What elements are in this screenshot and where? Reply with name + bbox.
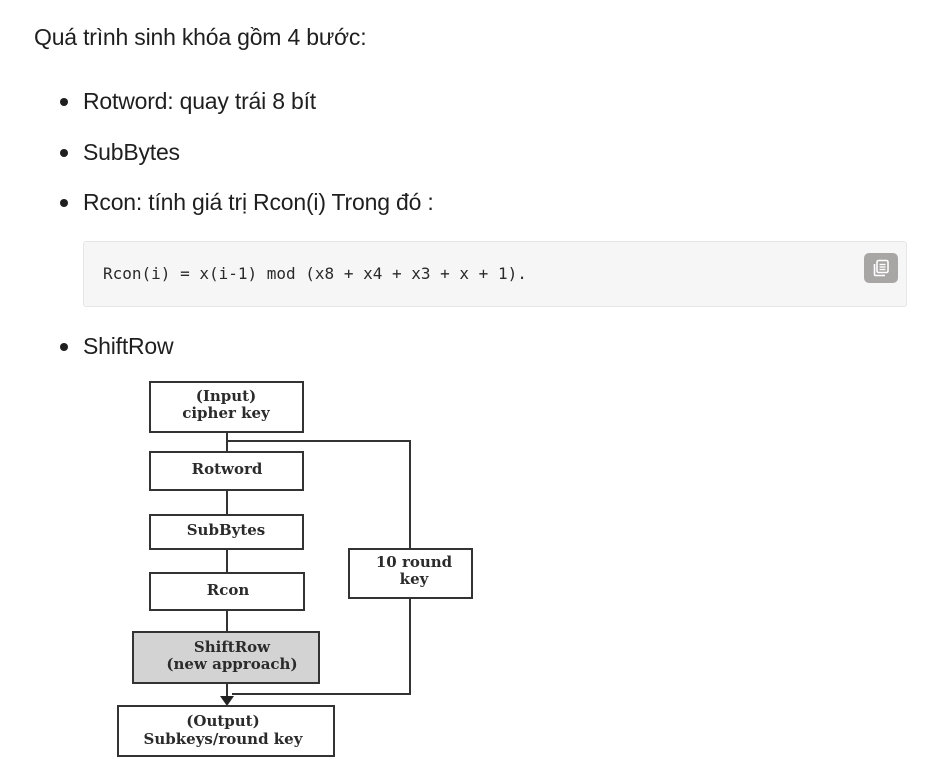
round-key-box	[348, 548, 473, 599]
list-item-rotword: Rotword: quay trái 8 bít	[60, 88, 316, 115]
input-label: (Input)	[196, 387, 256, 405]
output-box	[117, 705, 335, 757]
rcon-box	[149, 572, 305, 611]
rcon-label: Rcon	[207, 581, 250, 599]
bullet-dot	[60, 148, 68, 157]
loop-line-top	[227, 440, 411, 549]
copy-code-button[interactable]	[864, 253, 898, 283]
rotword-label: Rotword	[192, 460, 263, 478]
loop-line-bottom	[232, 598, 411, 695]
round-key-sublabel: key	[400, 570, 430, 588]
list-item-subbytes: SubBytes	[60, 139, 180, 166]
list-item-rcon: Rcon: tính giá trị Rcon(i) Trong đó :	[60, 189, 434, 216]
arrow-head	[220, 696, 234, 706]
list-item-label: SubBytes	[83, 139, 180, 165]
intro-text: Quá trình sinh khóa gồm 4 bước:	[34, 24, 367, 50]
input-sublabel: cipher key	[182, 404, 271, 422]
list-item-shiftrow: ShiftRow	[60, 333, 174, 360]
round-key-label: 10 round	[376, 553, 453, 571]
list-item-label: Rotword: quay trái 8 bít	[83, 88, 316, 114]
list-item-label: Rcon: tính giá trị Rcon(i) Trong đó :	[83, 189, 434, 215]
code-text: Rcon(i) = x(i-1) mod (x8 + x4 + x3 + x +…	[103, 264, 527, 283]
input-box	[149, 381, 304, 433]
subbytes-box	[149, 514, 304, 550]
code-block: Rcon(i) = x(i-1) mod (x8 + x4 + x3 + x +…	[83, 241, 907, 307]
output-label: (Output)	[186, 712, 259, 730]
bullet-dot	[60, 97, 68, 106]
list-item-label: ShiftRow	[83, 333, 174, 359]
rotword-box	[149, 451, 304, 491]
copy-icon	[873, 259, 889, 277]
bullet-dot	[60, 342, 68, 351]
bullet-dot	[60, 198, 68, 207]
shiftrow-label: ShiftRow	[194, 638, 271, 656]
shiftrow-box	[132, 631, 320, 684]
subbytes-label: SubBytes	[187, 521, 266, 539]
output-sublabel: Subkeys/round key	[144, 730, 304, 748]
shiftrow-sublabel: (new approach)	[166, 655, 297, 673]
